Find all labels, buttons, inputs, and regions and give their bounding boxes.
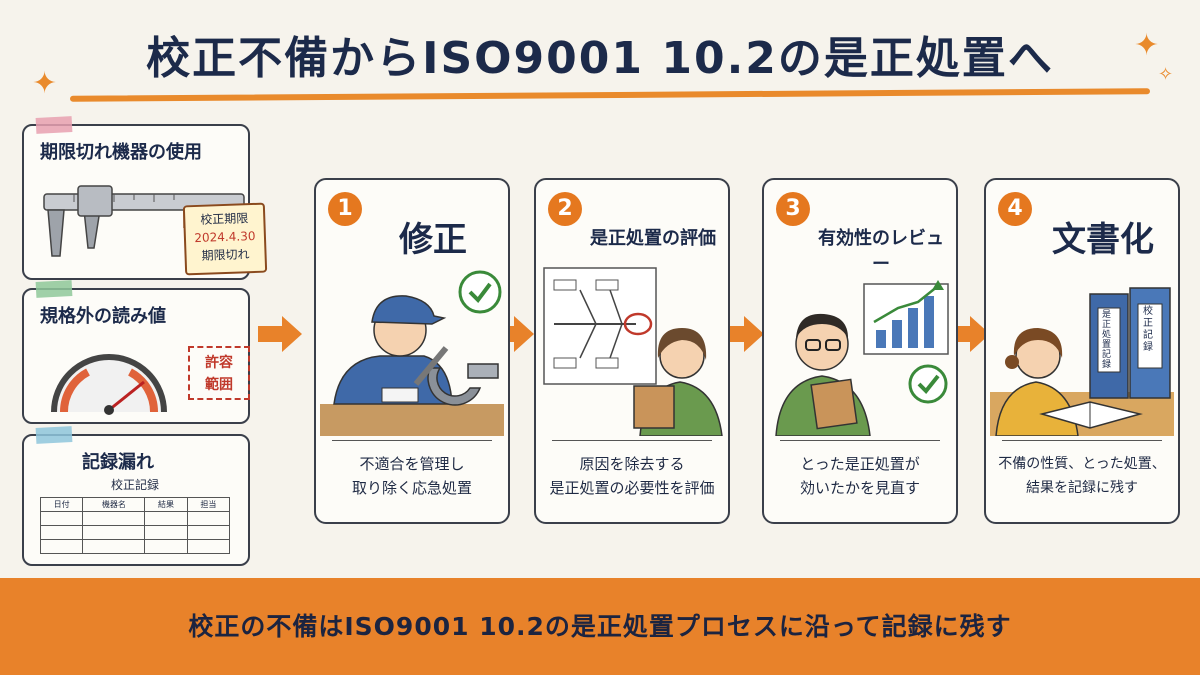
description-line: 効いたかを見直す (799, 479, 920, 497)
step-description: とった是正処置が 効いたかを見直す (770, 452, 950, 500)
binder-label-2: 校正記録 (1143, 306, 1153, 353)
problem-title: 規格外の読み値 (40, 306, 166, 327)
arrow-right-icon (720, 316, 764, 352)
description-line: とった是正処置が (800, 455, 920, 473)
record-table: 日付 機器名 結果 担当 (39, 497, 231, 554)
card-divider (1002, 440, 1162, 441)
table-row (39, 539, 231, 554)
table-row (39, 511, 231, 526)
card-divider (552, 440, 712, 441)
effectiveness-review-illustration (775, 280, 949, 436)
step-number-badge: 4 (998, 192, 1032, 226)
root-cause-analysis-illustration (543, 267, 723, 436)
step-title: 文書化 (1052, 220, 1154, 260)
tape-decoration (35, 426, 73, 444)
step-number-badge: 2 (548, 192, 582, 226)
problem-expired-instrument: 期限切れ機器の使用 校正期限 2024.4.30 期限切れ (22, 116, 268, 280)
gauge-icon (51, 354, 167, 415)
card-divider (780, 440, 940, 441)
caliper-icon (43, 185, 245, 257)
table-header: 担当 (186, 497, 231, 512)
description-line: 不備の性質、とった処置、 (998, 456, 1166, 472)
step-card-correction: 1 修正 不適合を管理し 取り除く応急処置 (314, 178, 510, 524)
tape-decoration (35, 116, 73, 134)
step-card-documentation: 4 文書化 是正処置記録 校正記録 不備の性質、とった処置、 結果を記録に残す (984, 178, 1180, 524)
step-number-badge: 3 (776, 192, 810, 226)
sparkle-icon: ✦ (1134, 28, 1160, 63)
description-line: 結果を記録に残す (1026, 480, 1138, 496)
tag-status: 期限切れ (201, 247, 250, 263)
table-header: 日付 (39, 497, 84, 512)
arrow-right-icon (258, 316, 302, 352)
step-card-effectiveness-review: 3 有効性のレビュー とった是正処置が 効いたかを見直す (762, 178, 958, 524)
step-description: 不備の性質、とった処置、 結果を記録に残す (992, 452, 1172, 500)
step-description: 不適合を管理し 取り除く応急処置 (322, 452, 502, 500)
table-header: 機器名 (82, 497, 146, 512)
arrow-right-icon (946, 316, 990, 352)
step-title: 有効性のレビュー (818, 228, 944, 275)
documentation-illustration (990, 287, 1174, 436)
step-card-corrective-evaluation: 2 是正処置の評価 原因を除去する 是正処置の必要性を評価 (534, 178, 730, 524)
step-description: 原因を除去する 是正処置の必要性を評価 (542, 452, 722, 500)
description-line: 原因を除去する (579, 455, 685, 473)
step-title: 修正 (399, 220, 467, 260)
table-row (39, 525, 231, 540)
arrow-right-icon (490, 316, 534, 352)
description-line: 不適合を管理し (359, 455, 465, 473)
worker-repairing-illustration (320, 270, 504, 436)
step-number-badge: 1 (328, 192, 362, 226)
table-title: 校正記録 (110, 478, 159, 492)
problem-out-of-spec-reading: 規格外の読み値 許容 範囲 (22, 280, 250, 424)
sparkle-icon: ✧ (1158, 64, 1174, 85)
card-divider (332, 440, 492, 441)
title-underline (69, 88, 1151, 102)
description-line: 取り除く応急処置 (351, 479, 472, 497)
tape-decoration (35, 280, 73, 298)
summary-banner: 校正の不備はISO9001 10.2の是正処置プロセスに沿って記録に残す (0, 578, 1200, 675)
step-title: 是正処置の評価 (590, 228, 716, 249)
calibration-record-table: 校正記録 日付 機器名 結果 担当 (39, 476, 231, 554)
page-title: 校正不備からISO9001 10.2の是正処置へ (146, 33, 1054, 84)
tolerance-line: 許容 (205, 355, 233, 371)
tolerance-range-label: 許容 範囲 (188, 346, 250, 400)
binder-label-1: 是正処置記録 (1102, 310, 1112, 370)
sparkle-icon: ✦ (32, 66, 58, 101)
table-header: 結果 (144, 497, 188, 512)
problem-title: 期限切れ機器の使用 (40, 142, 202, 163)
calibration-expiry-tag: 校正期限 2024.4.30 期限切れ (182, 202, 268, 276)
banner-text: 校正の不備はISO9001 10.2の是正処置プロセスに沿って記録に残す (188, 612, 1012, 641)
problem-missing-records: 記録漏れ 校正記録 日付 機器名 結果 担当 (22, 426, 250, 566)
tolerance-line: 範囲 (205, 377, 233, 393)
tag-date: 2024.4.30 (194, 228, 256, 246)
problem-title: 記録漏れ (82, 452, 154, 473)
description-line: 是正処置の必要性を評価 (549, 479, 715, 497)
